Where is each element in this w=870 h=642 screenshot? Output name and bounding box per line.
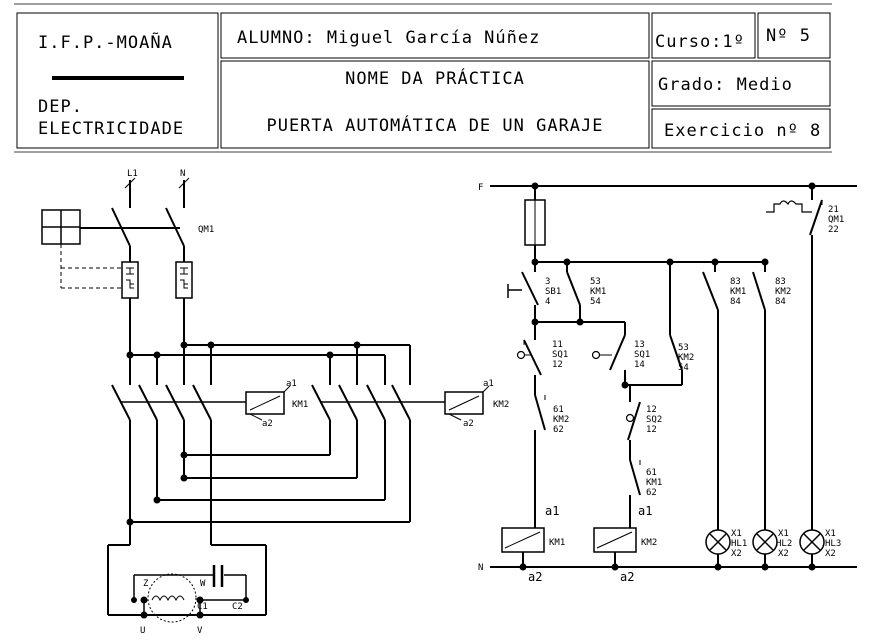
svg-text:X1: X1	[778, 529, 789, 539]
svg-text:54: 54	[678, 363, 689, 373]
power-circuit	[41, 177, 490, 623]
control-circuit	[490, 185, 857, 568]
svg-text:4: 4	[545, 297, 550, 307]
svg-text:HL2: HL2	[776, 539, 792, 549]
svg-text:54: 54	[590, 297, 601, 307]
km2-lamp-contact-labels: 83 KM2 84	[775, 277, 791, 307]
svg-text:22: 22	[828, 225, 839, 235]
motor-terminal-c1: C1	[197, 602, 208, 612]
svg-text:X2: X2	[731, 549, 742, 559]
motor-terminal-u: U	[140, 626, 145, 636]
svg-text:62: 62	[553, 425, 564, 435]
sq1-nc-labels: 11 SQ1 12	[552, 340, 568, 370]
svg-text:X1: X1	[825, 529, 836, 539]
svg-text:83: 83	[775, 277, 786, 287]
km1-coil-label: KM1	[549, 538, 565, 548]
svg-text:X1: X1	[731, 529, 742, 539]
sq2-labels: 12 SQ2 12	[646, 405, 662, 435]
km1-lamp-contact-labels: 83 KM1 84	[730, 277, 746, 307]
svg-text:SQ2: SQ2	[646, 415, 662, 425]
rail-n-label: N	[478, 563, 483, 573]
km2-aux-labels: 53 KM2 54	[678, 343, 694, 373]
svg-text:21: 21	[828, 205, 839, 215]
svg-text:13: 13	[634, 340, 645, 350]
km1-hold-contact-labels: 53 KM1 54	[590, 277, 606, 307]
svg-text:SQ1: SQ1	[552, 350, 568, 360]
title-block	[14, 3, 832, 153]
label-km2-a2: a2	[463, 419, 474, 429]
svg-text:3: 3	[545, 277, 550, 287]
svg-text:61: 61	[553, 405, 564, 415]
lamp-hl3-labels: X1 HL3 X2	[825, 529, 841, 559]
svg-text:12: 12	[552, 360, 563, 370]
svg-text:84: 84	[775, 297, 786, 307]
svg-text:X2: X2	[825, 549, 836, 559]
svg-text:KM1: KM1	[646, 478, 662, 488]
motor-terminal-z: Z	[143, 579, 149, 589]
sq1-no-labels: 13 SQ1 14	[634, 340, 650, 370]
student-name: ALUMNO: Miguel García Núñez	[237, 28, 540, 48]
control-junctions	[519, 182, 816, 571]
svg-text:KM2: KM2	[553, 415, 569, 425]
qm1-aux-labels: 21 QM1 22	[828, 205, 844, 235]
km1-coil-a2: a2	[528, 570, 542, 584]
label-l1: L1	[127, 169, 138, 179]
km2-coil-a1: a1	[638, 504, 652, 518]
department-line-2: ELECTRICIDADE	[38, 119, 184, 139]
school-name: I.F.P.-MOAÑA	[38, 31, 173, 53]
svg-text:62: 62	[646, 488, 657, 498]
svg-text:53: 53	[590, 277, 601, 287]
svg-text:14: 14	[634, 360, 645, 370]
power-junctions	[126, 341, 361, 619]
svg-text:X2: X2	[778, 549, 789, 559]
exercise-label: Exercicio nº 8	[664, 121, 821, 141]
motor-terminal-w: W	[200, 579, 206, 589]
rail-f-label: F	[478, 183, 483, 193]
grade-label: Grado: Medio	[658, 75, 793, 95]
number-label: Nº 5	[766, 26, 811, 46]
svg-text:KM2: KM2	[678, 353, 694, 363]
lamp-hl2-labels: X1 HL2 X2	[776, 529, 792, 559]
km1-coil-a1: a1	[545, 504, 559, 518]
sb1-labels: 3 SB1 4	[545, 277, 561, 307]
svg-text:KM1: KM1	[730, 287, 746, 297]
label-km1-a2: a2	[262, 419, 273, 429]
practice-heading: NOME DA PRÁCTICA	[345, 67, 525, 89]
svg-text:53: 53	[678, 343, 689, 353]
course-label: Curso:1º	[655, 32, 745, 52]
km1-interlock-labels: 61 KM1 62	[646, 468, 662, 498]
km2-coil-label: KM2	[641, 538, 657, 548]
label-km2-a1: a1	[483, 379, 494, 389]
svg-text:61: 61	[646, 468, 657, 478]
label-km1-a1: a1	[286, 379, 297, 389]
svg-text:KM1: KM1	[590, 287, 606, 297]
km2-coil-a2: a2	[620, 570, 634, 584]
practice-name: PUERTA AUTOMÁTICA DE UN GARAJE	[266, 114, 603, 136]
svg-text:KM2: KM2	[775, 287, 791, 297]
svg-text:HL1: HL1	[731, 539, 747, 549]
svg-text:HL3: HL3	[825, 539, 841, 549]
label-n: N	[180, 169, 185, 179]
svg-text:SQ1: SQ1	[634, 350, 650, 360]
motor-terminal-c2: C2	[232, 602, 243, 612]
svg-text:12: 12	[646, 425, 657, 435]
svg-text:12: 12	[646, 405, 657, 415]
svg-text:11: 11	[552, 340, 563, 350]
label-km1-coil: KM1	[292, 400, 308, 410]
motor-terminal-v: V	[197, 626, 203, 636]
department-line-1: DEP.	[38, 97, 83, 117]
svg-text:SB1: SB1	[545, 287, 561, 297]
label-km2-coil: KM2	[493, 400, 509, 410]
svg-text:83: 83	[730, 277, 741, 287]
svg-text:QM1: QM1	[828, 215, 844, 225]
label-qm1: QM1	[198, 225, 214, 235]
lamp-hl1-labels: X1 HL1 X2	[731, 529, 747, 559]
km2-interlock-labels: 61 KM2 62	[553, 405, 569, 435]
svg-text:84: 84	[730, 297, 741, 307]
